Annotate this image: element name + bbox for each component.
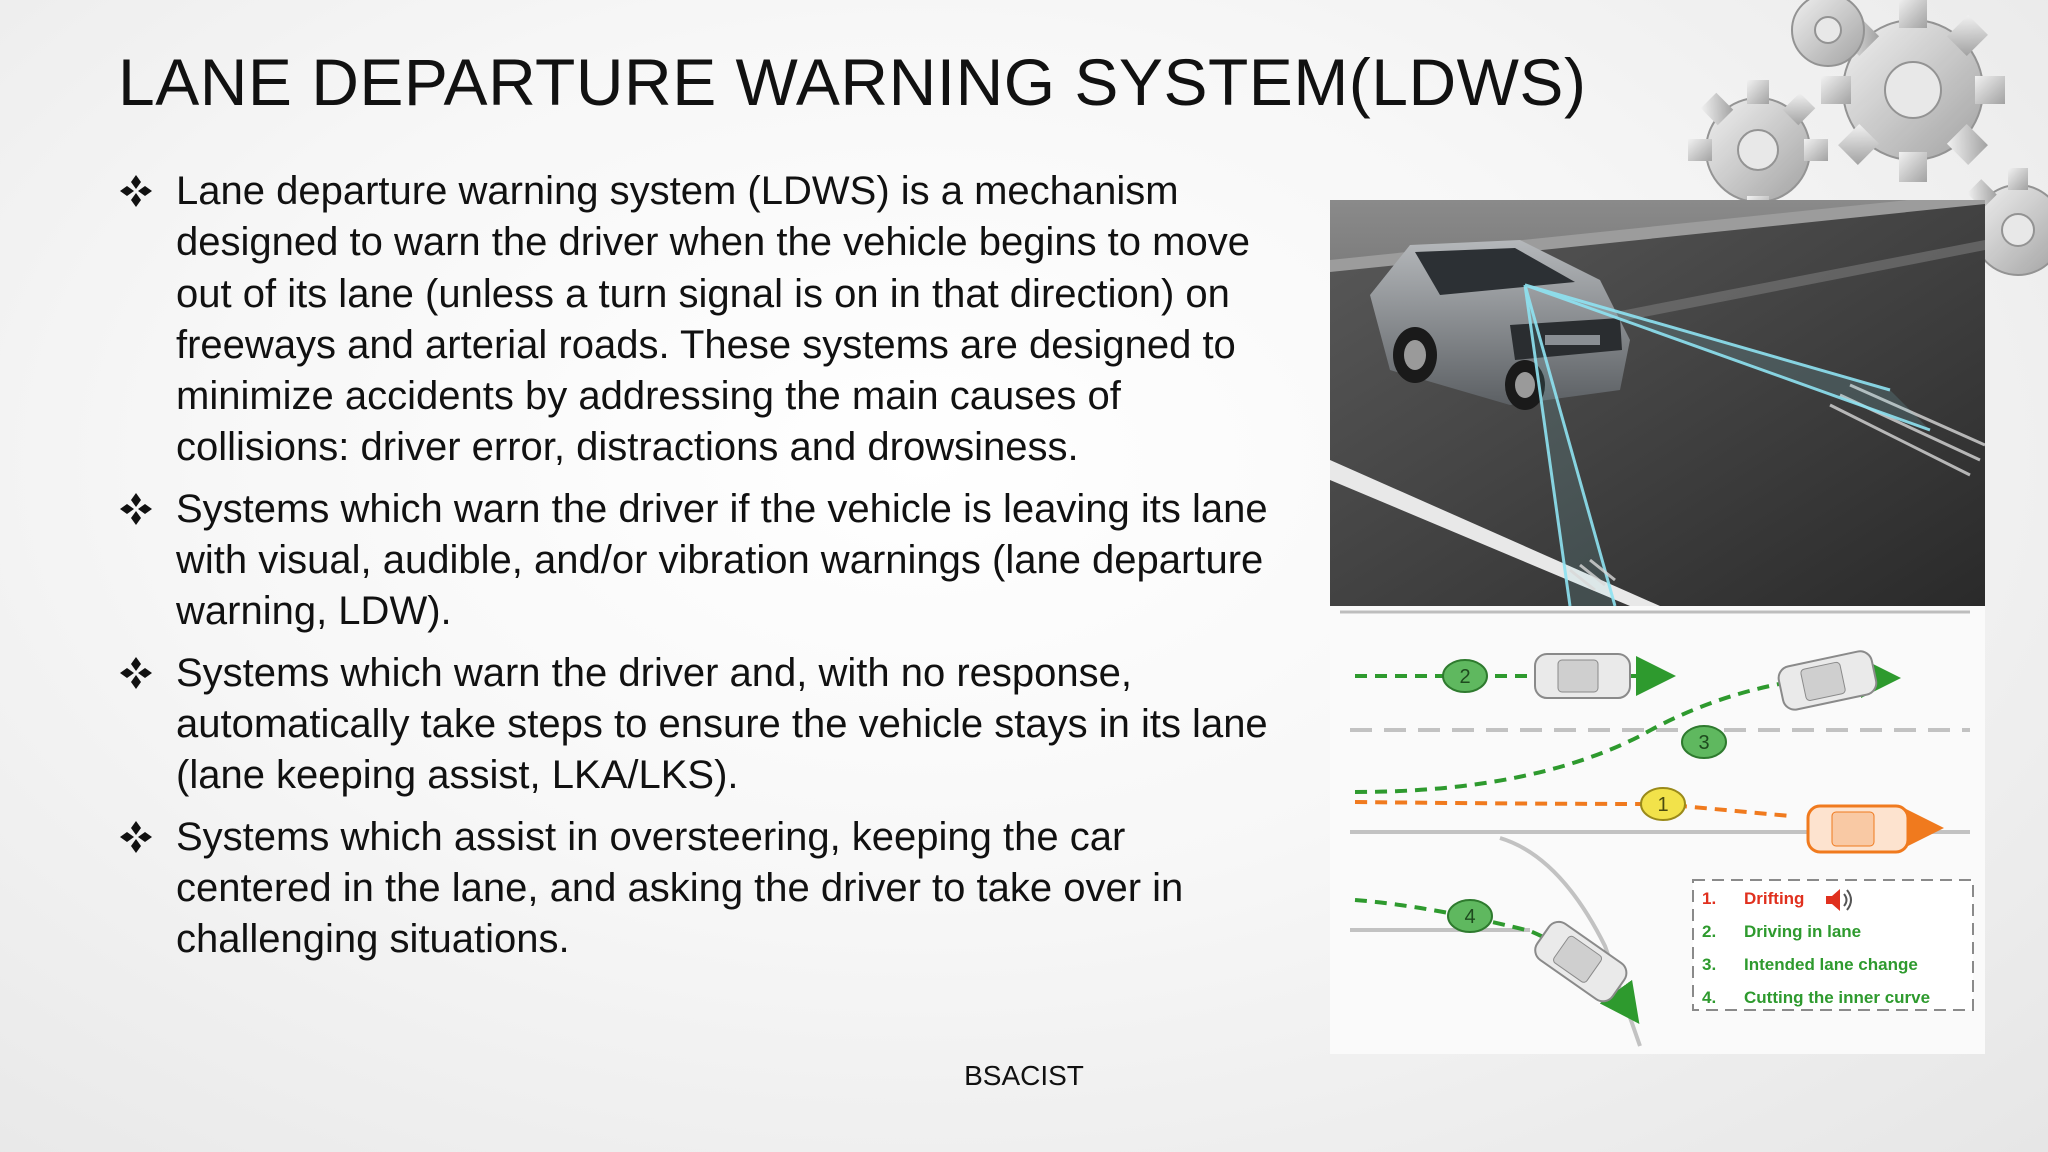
marker-4: 4 bbox=[1447, 899, 1493, 933]
bullet-text: Systems which assist in oversteering, ke… bbox=[176, 814, 1184, 962]
legend-item: 3. Intended lane change bbox=[1702, 955, 1918, 974]
marker-2: 2 bbox=[1442, 659, 1488, 693]
gear-icon bbox=[1821, 0, 2005, 182]
bullet-list: Lane departure warning system (LDWS) is … bbox=[118, 166, 1268, 975]
svg-text:Intended lane change: Intended lane change bbox=[1744, 955, 1918, 974]
svg-text:4: 4 bbox=[1464, 906, 1475, 928]
bullet-text: Systems which warn the driver if the veh… bbox=[176, 486, 1268, 634]
speaker-icon bbox=[1826, 889, 1852, 911]
car-icon bbox=[1806, 804, 1910, 854]
svg-text:Drifting: Drifting bbox=[1744, 889, 1804, 908]
bullet-item: Systems which warn the driver if the veh… bbox=[118, 484, 1268, 638]
marker-1: 1 bbox=[1640, 787, 1686, 821]
svg-text:2.: 2. bbox=[1702, 922, 1716, 941]
bullet-item: Systems which warn the driver and, with … bbox=[118, 648, 1268, 802]
svg-text:1: 1 bbox=[1657, 794, 1668, 816]
car-icon bbox=[1777, 650, 1878, 711]
legend-item: 4. Cutting the inner curve bbox=[1702, 988, 1930, 1007]
legend-item: 2. Driving in lane bbox=[1702, 922, 1861, 941]
bullet-text: Lane departure warning system (LDWS) is … bbox=[176, 169, 1250, 470]
bullet-item: Systems which assist in oversteering, ke… bbox=[118, 812, 1268, 966]
svg-text:Cutting the inner curve: Cutting the inner curve bbox=[1744, 988, 1930, 1007]
four-diamond-bullet-icon bbox=[120, 175, 152, 207]
gear-icon bbox=[1688, 80, 1828, 220]
four-diamond-bullet-icon bbox=[120, 820, 152, 853]
suv-car bbox=[1370, 240, 1630, 410]
svg-text:4.: 4. bbox=[1702, 988, 1716, 1007]
car-icon bbox=[1534, 653, 1631, 699]
footer-text: BSACIST bbox=[964, 1060, 1084, 1091]
gears-decoration bbox=[1688, 0, 2048, 276]
diagram-legend: 1. Drifting 2. Driving in lane 3. Intend… bbox=[1692, 879, 1974, 1011]
legend-item: 1. Drifting bbox=[1702, 889, 1804, 908]
svg-text:1.: 1. bbox=[1702, 889, 1716, 908]
car-icon bbox=[1534, 920, 1628, 1003]
svg-text:3.: 3. bbox=[1702, 955, 1716, 974]
marker-3: 3 bbox=[1681, 725, 1727, 759]
car-lane-photo bbox=[1330, 200, 1985, 606]
bullet-item: Lane departure warning system (LDWS) is … bbox=[118, 166, 1268, 474]
four-diamond-bullet-icon bbox=[120, 656, 152, 689]
four-diamond-bullet-icon bbox=[120, 492, 152, 525]
slide-title: LANE DEPARTURE WARNING SYSTEM(LDWS) bbox=[118, 45, 1587, 119]
svg-text:3: 3 bbox=[1698, 732, 1709, 754]
lane-scenarios-diagram: 2 3 1 4 1. Drifting 2. Driving in lane 3… bbox=[1330, 606, 1985, 1054]
bullet-text: Systems which warn the driver and, with … bbox=[176, 650, 1268, 798]
gear-icon bbox=[1791, 0, 1865, 67]
svg-text:2: 2 bbox=[1459, 666, 1470, 688]
svg-text:Driving in lane: Driving in lane bbox=[1744, 922, 1861, 941]
